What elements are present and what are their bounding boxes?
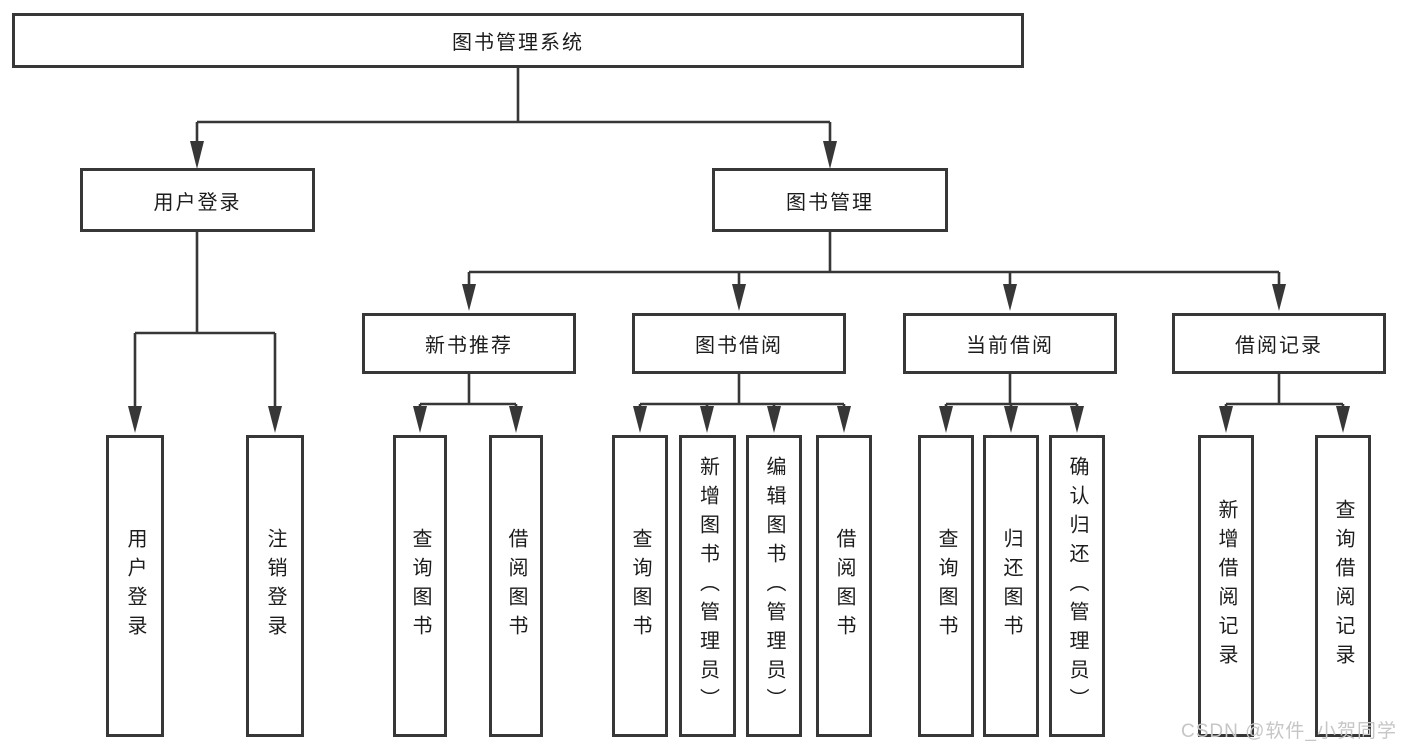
- node-label: 图书管理: [786, 191, 874, 214]
- leaf-logout: 注销登录: [246, 435, 304, 737]
- leaf-label: 借阅图书: [833, 528, 855, 644]
- node-new-book-recommend: 新书推荐: [362, 313, 576, 374]
- node-user-login: 用户登录: [80, 168, 315, 232]
- leaf-label: 查询借阅记录: [1332, 499, 1354, 673]
- leaf-label: 确认归还（管理员）: [1066, 455, 1088, 717]
- leaf-borrow-book-recommend: 借阅图书: [489, 435, 543, 737]
- leaf-return-book: 归还图书: [983, 435, 1039, 737]
- leaf-borrow-book: 借阅图书: [816, 435, 872, 737]
- edge-bookmgmt-to-level3: [467, 232, 1281, 286]
- node-borrow-records: 借阅记录: [1172, 313, 1386, 374]
- edge-currentborrow-to-leaves: [944, 374, 1079, 408]
- leaf-query-borrow-record: 查询借阅记录: [1315, 435, 1371, 737]
- leaf-label: 查询图书: [409, 528, 431, 644]
- leaf-label: 借阅图书: [505, 528, 527, 644]
- node-label: 新书推荐: [425, 335, 513, 357]
- edge-records-to-leaves: [1224, 374, 1345, 408]
- node-label: 用户登录: [153, 191, 242, 214]
- node-label: 图书借阅: [695, 335, 783, 357]
- node-book-borrow: 图书借阅: [632, 313, 846, 374]
- leaf-edit-book-admin: 编辑图书（管理员）: [746, 435, 802, 737]
- node-current-borrow: 当前借阅: [903, 313, 1117, 374]
- node-library-management-system: 图书管理系统: [12, 13, 1024, 68]
- leaf-label: 新增图书（管理员）: [696, 455, 719, 717]
- leaf-label: 用户登录: [124, 528, 146, 644]
- leaf-confirm-return-admin: 确认归还（管理员）: [1049, 435, 1105, 737]
- edge-bookborrow-to-leaves: [638, 374, 846, 408]
- leaf-label: 查询图书: [935, 528, 957, 644]
- edge-newbook-to-leaves: [418, 374, 518, 408]
- leaf-label: 注销登录: [264, 528, 286, 644]
- leaf-add-book-admin: 新增图书（管理员）: [679, 435, 736, 737]
- leaf-label: 编辑图书（管理员）: [763, 455, 785, 717]
- node-label: 图书管理系统: [452, 32, 584, 54]
- leaf-label: 查询图书: [629, 528, 651, 644]
- arrowheads: [128, 141, 1350, 433]
- node-book-management: 图书管理: [712, 168, 948, 232]
- leaf-query-book-current: 查询图书: [918, 435, 974, 737]
- leaf-query-book-borrow: 查询图书: [612, 435, 668, 737]
- node-label: 当前借阅: [966, 335, 1054, 357]
- leaf-add-borrow-record: 新增借阅记录: [1198, 435, 1254, 737]
- csdn-watermark: CSDN @软件_小贺同学: [1181, 721, 1397, 742]
- edge-userlogin-to-leaves: [133, 232, 277, 408]
- leaf-label: 归还图书: [1000, 528, 1022, 644]
- edge-root-to-level2: [195, 68, 832, 143]
- leaf-label: 新增借阅记录: [1215, 499, 1237, 673]
- leaf-user-login: 用户登录: [106, 435, 164, 737]
- node-label: 借阅记录: [1235, 335, 1323, 357]
- leaf-query-book-recommend: 查询图书: [393, 435, 447, 737]
